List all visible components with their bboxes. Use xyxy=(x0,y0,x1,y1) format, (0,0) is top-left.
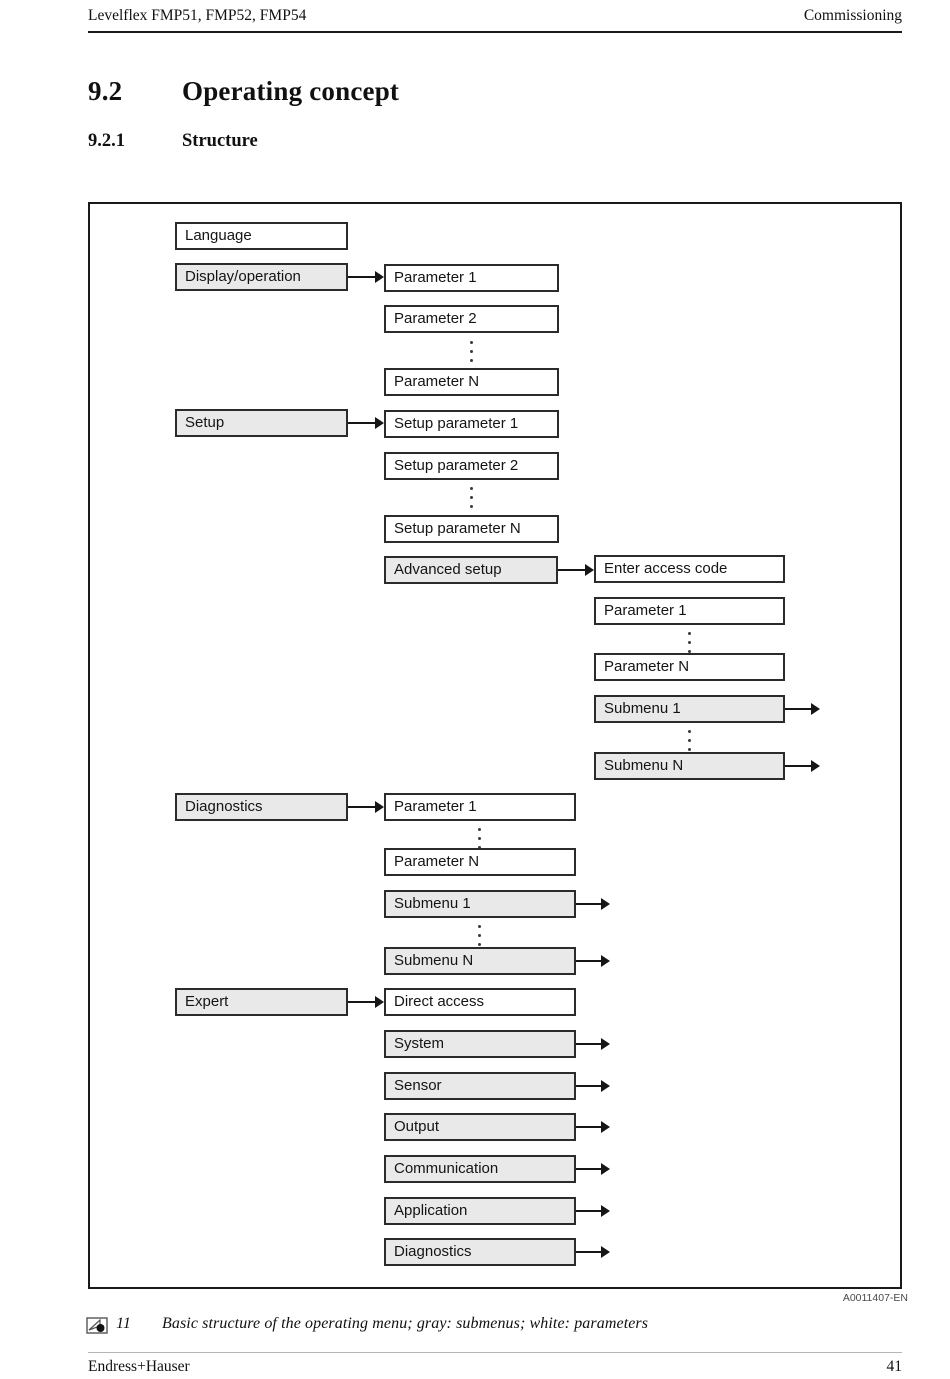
figure-code: A0011407-EN xyxy=(842,1292,908,1304)
ellipsis-dots xyxy=(478,825,481,852)
node-parameter-1: Parameter 1 xyxy=(384,264,559,292)
header-rule xyxy=(88,31,902,33)
node-display-operation: Display/operation xyxy=(175,263,348,291)
arrow-display-to-parameters xyxy=(348,271,384,283)
node-diagnostics: Diagnostics xyxy=(175,793,348,821)
figure-number: 11 xyxy=(116,1315,131,1332)
figure-caption-text: Basic structure of the operating menu; g… xyxy=(162,1315,649,1332)
node-setup-parameter-n: Setup parameter N xyxy=(384,515,559,543)
node-enter-access-code: Enter access code xyxy=(594,555,785,583)
arrow-output-out xyxy=(576,1121,610,1133)
node-parameter-2: Parameter 2 xyxy=(384,305,559,333)
arrow-sensor-out xyxy=(576,1080,610,1092)
figure-icon xyxy=(86,1317,108,1339)
node-diagnostics-submenu: Diagnostics xyxy=(384,1238,576,1266)
footer-page-number: 41 xyxy=(886,1358,903,1375)
menu-structure-diagram: Language Display/operation Setup Diagnos… xyxy=(88,202,902,1289)
node-parameter-n: Parameter N xyxy=(384,368,559,396)
section-number: 9.2 xyxy=(88,76,123,106)
arrow-system-out xyxy=(576,1038,610,1050)
section-heading: 9.2 Operating concept xyxy=(88,76,399,107)
ellipsis-dots xyxy=(470,484,473,511)
ellipsis-dots xyxy=(688,629,691,656)
node-expert: Expert xyxy=(175,988,348,1016)
section-title: Operating concept xyxy=(182,76,400,106)
ellipsis-dots xyxy=(688,727,691,754)
subsection-heading: 9.2.1 Structure xyxy=(88,131,258,152)
arrow-advanced-setup-to-children xyxy=(558,564,594,576)
node-setup-parameter-2: Setup parameter 2 xyxy=(384,452,559,480)
header-chapter: Commissioning xyxy=(803,7,902,24)
node-submenu-n: Submenu N xyxy=(594,752,785,780)
node-advanced-setup: Advanced setup xyxy=(384,556,558,584)
node-parameter-n: Parameter N xyxy=(384,848,576,876)
node-application: Application xyxy=(384,1197,576,1225)
node-parameter-1: Parameter 1 xyxy=(384,793,576,821)
node-submenu-n: Submenu N xyxy=(384,947,576,975)
arrow-submenu-1-out xyxy=(576,898,610,910)
node-direct-access: Direct access xyxy=(384,988,576,1016)
footer-company: Endress+Hauser xyxy=(88,1358,190,1375)
arrow-communication-out xyxy=(576,1163,610,1175)
node-sensor: Sensor xyxy=(384,1072,576,1100)
ellipsis-dots xyxy=(470,338,473,365)
node-setup: Setup xyxy=(175,409,348,437)
arrow-submenu-n-out xyxy=(576,955,610,967)
figure-caption: 11 Basic structure of the operating menu… xyxy=(86,1315,648,1339)
node-submenu-1: Submenu 1 xyxy=(384,890,576,918)
header-document-title: Levelflex FMP51, FMP52, FMP54 xyxy=(88,7,307,24)
footer-rule xyxy=(88,1352,902,1353)
node-system: System xyxy=(384,1030,576,1058)
arrow-diagnostics-to-parameters xyxy=(348,801,384,813)
node-parameter-1: Parameter 1 xyxy=(594,597,785,625)
node-setup-parameter-1: Setup parameter 1 xyxy=(384,410,559,438)
arrow-setup-to-parameters xyxy=(348,417,384,429)
arrow-submenu-n-out xyxy=(785,760,820,772)
node-submenu-1: Submenu 1 xyxy=(594,695,785,723)
arrow-submenu-1-out xyxy=(785,703,820,715)
arrow-diagnostics-out xyxy=(576,1246,610,1258)
node-parameter-n: Parameter N xyxy=(594,653,785,681)
arrow-expert-to-children xyxy=(348,996,384,1008)
subsection-title: Structure xyxy=(182,131,258,151)
node-language: Language xyxy=(175,222,348,250)
node-output: Output xyxy=(384,1113,576,1141)
subsection-number: 9.2.1 xyxy=(88,131,125,151)
ellipsis-dots xyxy=(478,922,481,949)
node-communication: Communication xyxy=(384,1155,576,1183)
arrow-application-out xyxy=(576,1205,610,1217)
